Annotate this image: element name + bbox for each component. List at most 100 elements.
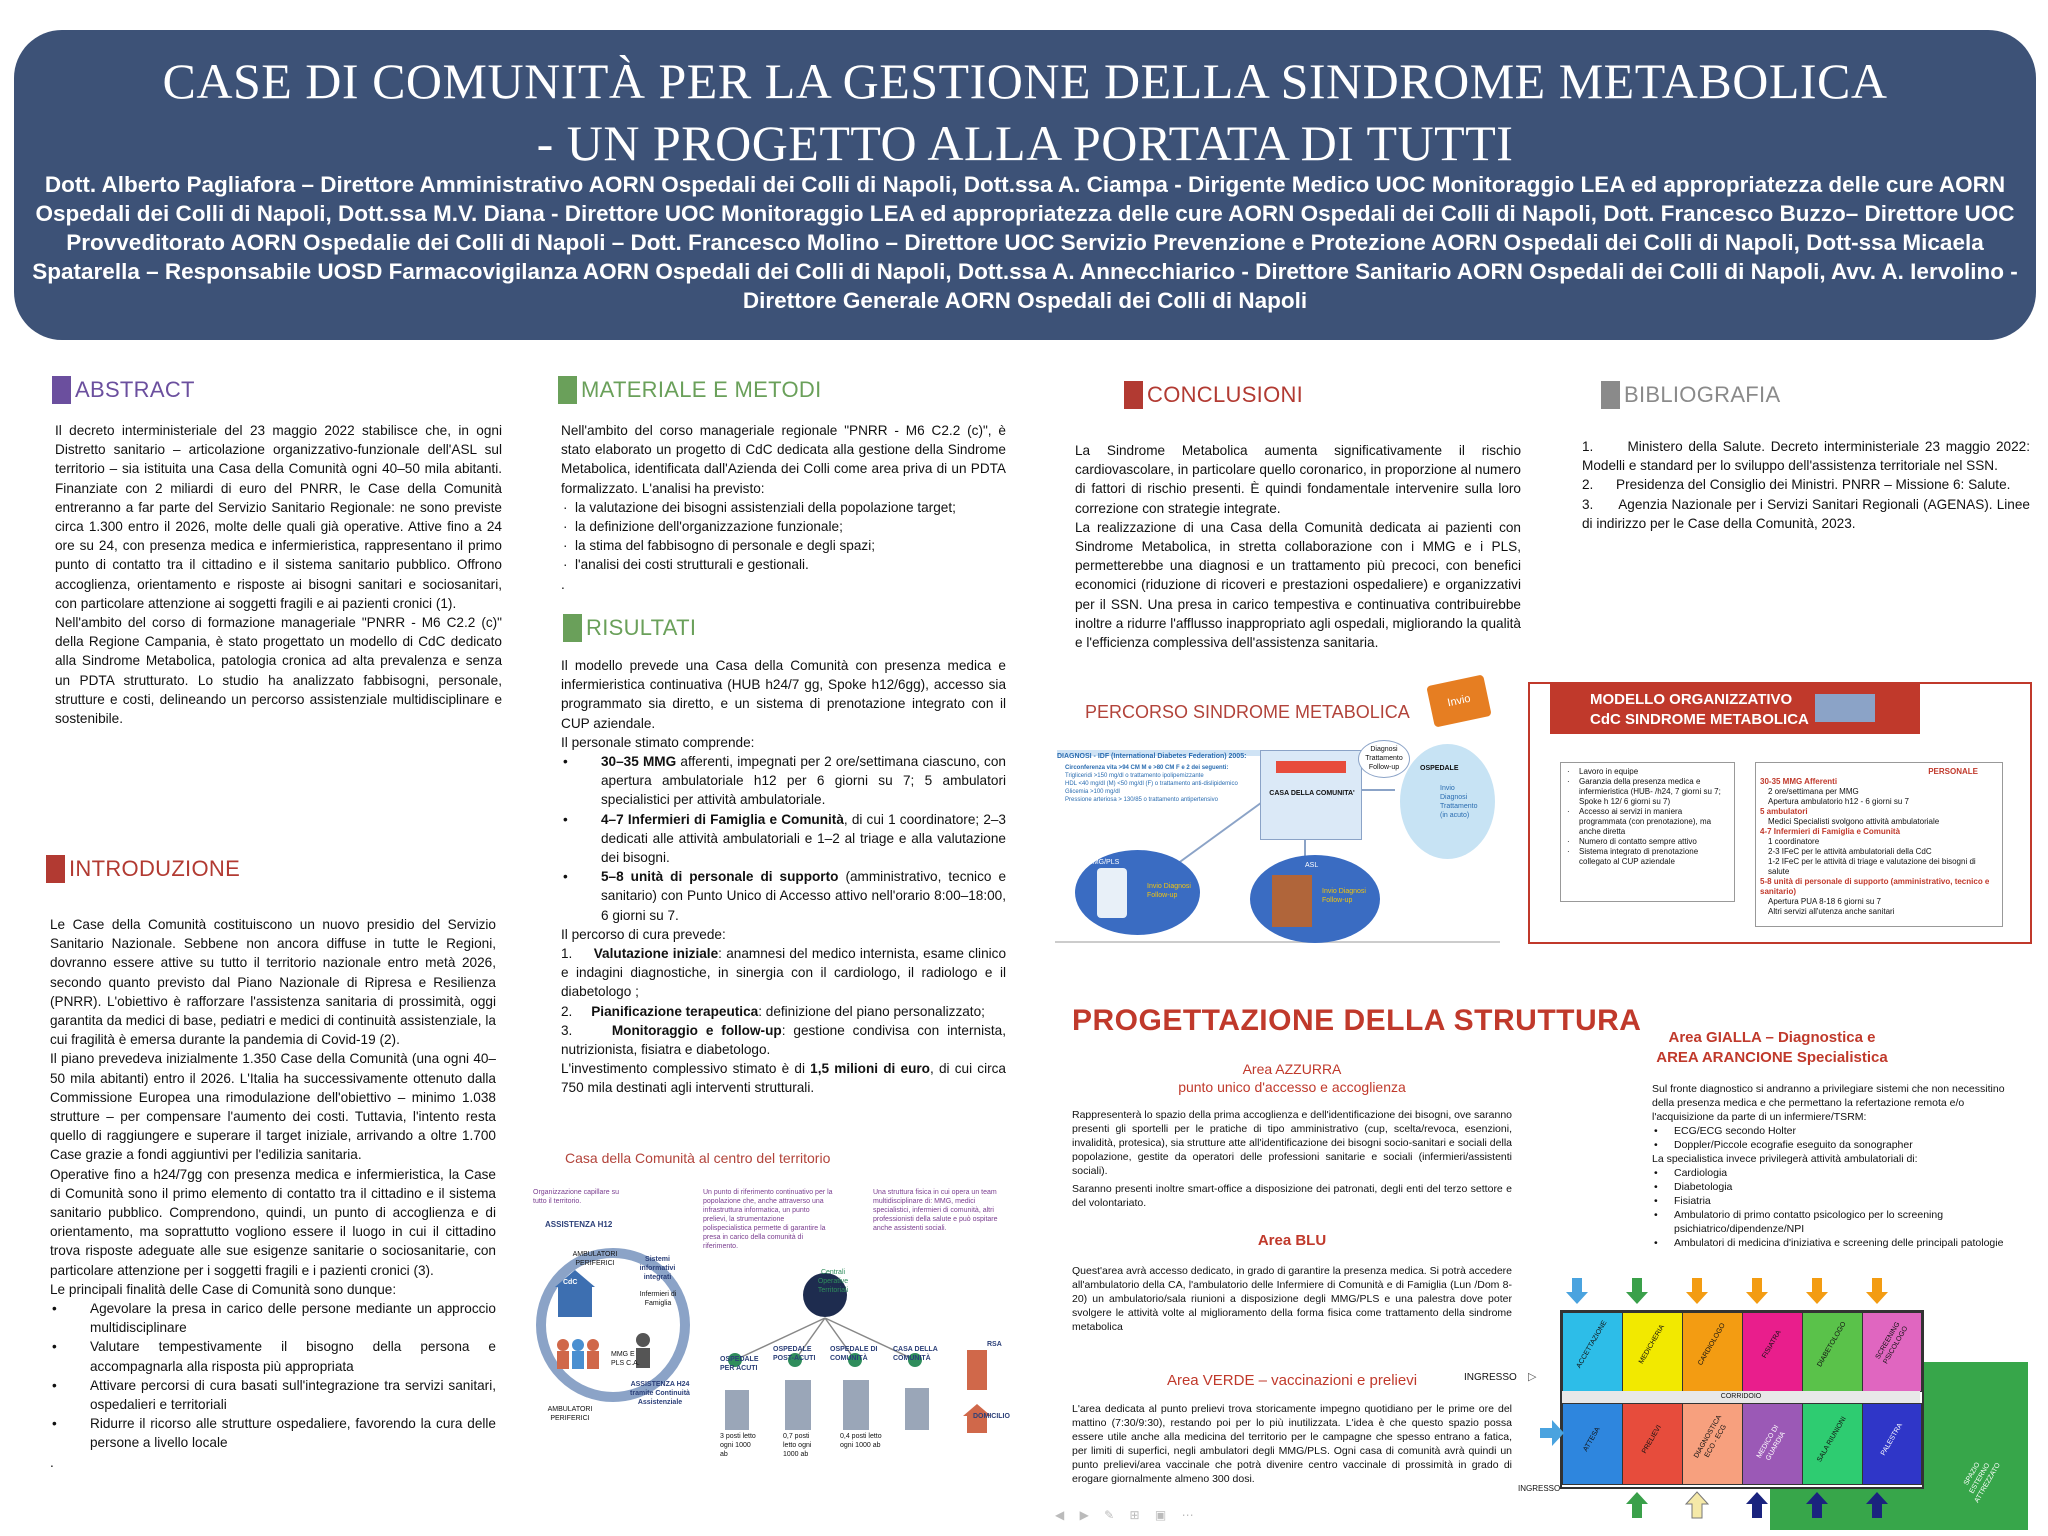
step-text: : definizione del piano personalizzato;: [758, 1003, 985, 1019]
percorso-title: PERCORSO SINDROME METABOLICA: [1085, 702, 1410, 722]
personale-line: Medici Specialisti svolgono attività amb…: [1768, 817, 1940, 826]
investment: L'investimento complessivo stimato è di …: [561, 1059, 1006, 1097]
hospital-post-icon: [785, 1380, 811, 1430]
ingresso-label-2: INGRESSO: [1518, 1484, 1561, 1493]
abstract-heading: ABSTRACT: [52, 376, 195, 404]
staff-bold: 4–7 Infermieri di Famiglia e Comunità: [601, 811, 844, 827]
label-centrali: Centrali Operative Territoriali: [817, 1269, 849, 1294]
azzurra-title: Area AZZURRA punto unico d'accesso e acc…: [1072, 1060, 1512, 1096]
materiale-end: .: [561, 576, 565, 592]
staff-item: 4–7 Infermieri di Famiglia e Comunità, d…: [561, 810, 1006, 868]
ospedale-text: Invio Diagnosi Trattamento (in acuto): [1440, 785, 1478, 819]
list-item: Lavoro in equipe: [1565, 767, 1730, 777]
list-item: Fisiatria: [1652, 1194, 2022, 1208]
asl-text: Invio Diagnosi Follow-up: [1322, 888, 1366, 904]
label-ambulatori-2: AMBULATORI PERIFERICI: [547, 1406, 593, 1422]
bib-text: Presidenza del Consiglio dei Ministri. P…: [1616, 477, 2011, 493]
label-rsa: RSA: [987, 1341, 1002, 1348]
personale-line: Altri servizi all'utenza anche sanitari: [1768, 907, 1895, 916]
list-item: ECG/ECG secondo Holter: [1652, 1124, 2022, 1138]
diag-criteria: Circonferenza vita >94 CM M e >80 CM F e…: [1065, 764, 1285, 804]
modello-title-1: MODELLO ORGANIZZATIVO: [1590, 691, 1793, 708]
arrow-down-icon: [1746, 1278, 1768, 1304]
casa-label: CASA DELLA COMUNITA': [1269, 790, 1355, 797]
invest-bold: 1,5 milioni di euro: [810, 1061, 930, 1077]
label-h24: ASSISTENZA H24 tramite Continuità Assist…: [630, 1381, 690, 1406]
slide-controls[interactable]: ◀ ▶ ✎ ⊞ ▣ ⋯: [1055, 1508, 1200, 1522]
risultati-heading: RISULTATI: [563, 614, 696, 642]
gialla-body: Sul fronte diagnostico si andranno a pri…: [1652, 1082, 2022, 1250]
step-text: : anamnesi del medico internista, esame …: [561, 946, 1006, 1000]
personale-line: Apertura PUA 8-18 6 giorni su 7: [1768, 897, 1881, 906]
diag-line: HDL <40 mg/dl (M) <50 mg/dl (F) o tratta…: [1065, 781, 1238, 787]
pills-icon: [1815, 694, 1875, 722]
arrow-down-icon: [1626, 1278, 1648, 1304]
arrow-up-icon: [1866, 1492, 1888, 1518]
mmg-circle: MMG/PLS Invio Diagnosi Follow-up: [1075, 850, 1200, 935]
arrow-down-icon: [1566, 1278, 1588, 1304]
rsa-icon: [967, 1350, 987, 1390]
floor-plan: SPAZIO ESTERNO ATTREZZATO CORRIDOIO ACCE…: [1464, 1270, 2028, 1530]
diag-band: [1057, 750, 1357, 756]
invest-text: , di cui circa 750 mila destinati agli i…: [561, 1061, 1006, 1096]
staff-item: 5–8 unità di personale di supporto (ammi…: [561, 867, 1006, 925]
diag-line: Glicemia >100 mg/dl: [1065, 789, 1120, 795]
personale-line: Apertura ambulatorio h12 - 6 giorni su 7: [1768, 797, 1909, 806]
bib-text: Ministero della Salute. Decreto intermin…: [1582, 439, 2030, 474]
bib-number: 1.: [1582, 439, 1594, 454]
gialla-title: Area GIALLA – Diagnostica e AREA ARANCIO…: [1622, 1028, 1922, 1068]
percorso-figure: PERCORSO SINDROME METABOLICA Invio DIAGN…: [1055, 674, 1505, 945]
personale-title: PERSONALE: [1928, 767, 1978, 776]
section-marker: [1601, 381, 1620, 409]
mmg-text: Invio Diagnosi Follow-up: [1147, 883, 1191, 899]
verde-title: Area VERDE – vaccinazioni e prelievi: [1166, 1372, 1418, 1389]
staff-bold: 5–8 unità di personale di supporto: [601, 869, 839, 885]
mmg-label: MMG/PLS: [1087, 859, 1120, 866]
list-item: l'analisi dei costi strutturali e gestio…: [561, 555, 1006, 574]
step-bold: Pianificazione terapeutica: [591, 1003, 759, 1019]
section-marker: [52, 376, 71, 404]
globe-icon: [803, 1273, 847, 1317]
list-item: Accesso ai servizi in maniera programmat…: [1565, 807, 1730, 837]
list-item: Cardiologia: [1652, 1166, 2022, 1180]
cdc-building-icon: [558, 1285, 592, 1317]
area-text: Saranno presenti inoltre smart-office a …: [1072, 1183, 1512, 1209]
staff-text: afferenti, impegnati per 2 ore/settimana…: [601, 754, 1006, 808]
bib-item: 1. Ministero della Salute. Decreto inter…: [1582, 437, 2030, 475]
list-item: Attivare percorsi di cura basati sull'in…: [50, 1376, 496, 1414]
blu-title: Area BLU: [1257, 1232, 1327, 1249]
label-domicilio: DOMICILIO: [973, 1413, 1010, 1420]
personale-line: 2 ore/settimana per MMG: [1768, 787, 1859, 796]
materiale-heading: MATERIALE E METODI: [558, 376, 822, 404]
doctor-icon: [1097, 868, 1127, 918]
arrow-down-icon: [1866, 1278, 1888, 1304]
area-subtitle: punto unico d'accesso e accoglienza: [1178, 1079, 1406, 1095]
authors: Dott. Alberto Pagliafora – Direttore Amm…: [32, 172, 2018, 313]
modello-left-box: Lavoro in equipe Garanzia della presenza…: [1560, 762, 1735, 902]
diagnosi-bubble: Diagnosi Trattamento Follow-up: [1358, 740, 1410, 778]
label-mmg: MMG E PLS C.A.: [611, 1351, 640, 1367]
modello-personale-box: PERSONALE 30-35 MMG Afferenti 2 ore/sett…: [1755, 762, 2003, 927]
personale-line: 1-2 IFeC per le attività di triage e val…: [1768, 857, 1976, 876]
step-bold: Monitoraggio e follow-up: [611, 1022, 782, 1038]
section-marker: [563, 614, 582, 642]
casa-comunita-building: CASA DELLA COMUNITA': [1260, 750, 1362, 840]
area-title: Area AZZURRA: [1242, 1061, 1342, 1077]
area-title: Area GIALLA – Diagnostica e: [1668, 1029, 1876, 1046]
section-marker: [46, 855, 65, 883]
step-number: 2.: [561, 1003, 573, 1019]
gialla-list-2: Cardiologia Diabetologia Fisiatria Ambul…: [1652, 1166, 2022, 1250]
step-item: 1. Valutazione iniziale: anamnesi del me…: [561, 944, 1006, 1002]
bib-item: 2. Presidenza del Consiglio dei Ministri…: [1582, 475, 2030, 494]
list-item: la valutazione dei bisogni assistenziali…: [561, 498, 1006, 517]
risultati-paragraph: Il modello prevede una Casa della Comuni…: [561, 658, 1006, 731]
verde-body: L'area dedicata al punto prelievi trova …: [1072, 1403, 1512, 1485]
poster-header: CASE DI COMUNITÀ PER LA GESTIONE DELLA S…: [14, 30, 2036, 340]
bibliografia-heading: BIBLIOGRAFIA: [1601, 381, 1780, 409]
materiale-heading-text: MATERIALE E METODI: [581, 377, 822, 402]
asl-building-icon: [1272, 875, 1312, 927]
list-item: Numero di contatto sempre attivo: [1565, 837, 1730, 847]
label-acuti: OSPEDALE PER ACUTI: [720, 1356, 759, 1372]
label-cdc: CdC: [563, 1279, 578, 1286]
personale-line: 4-7 Infermieri di Famiglia e Comunità: [1760, 827, 1901, 836]
